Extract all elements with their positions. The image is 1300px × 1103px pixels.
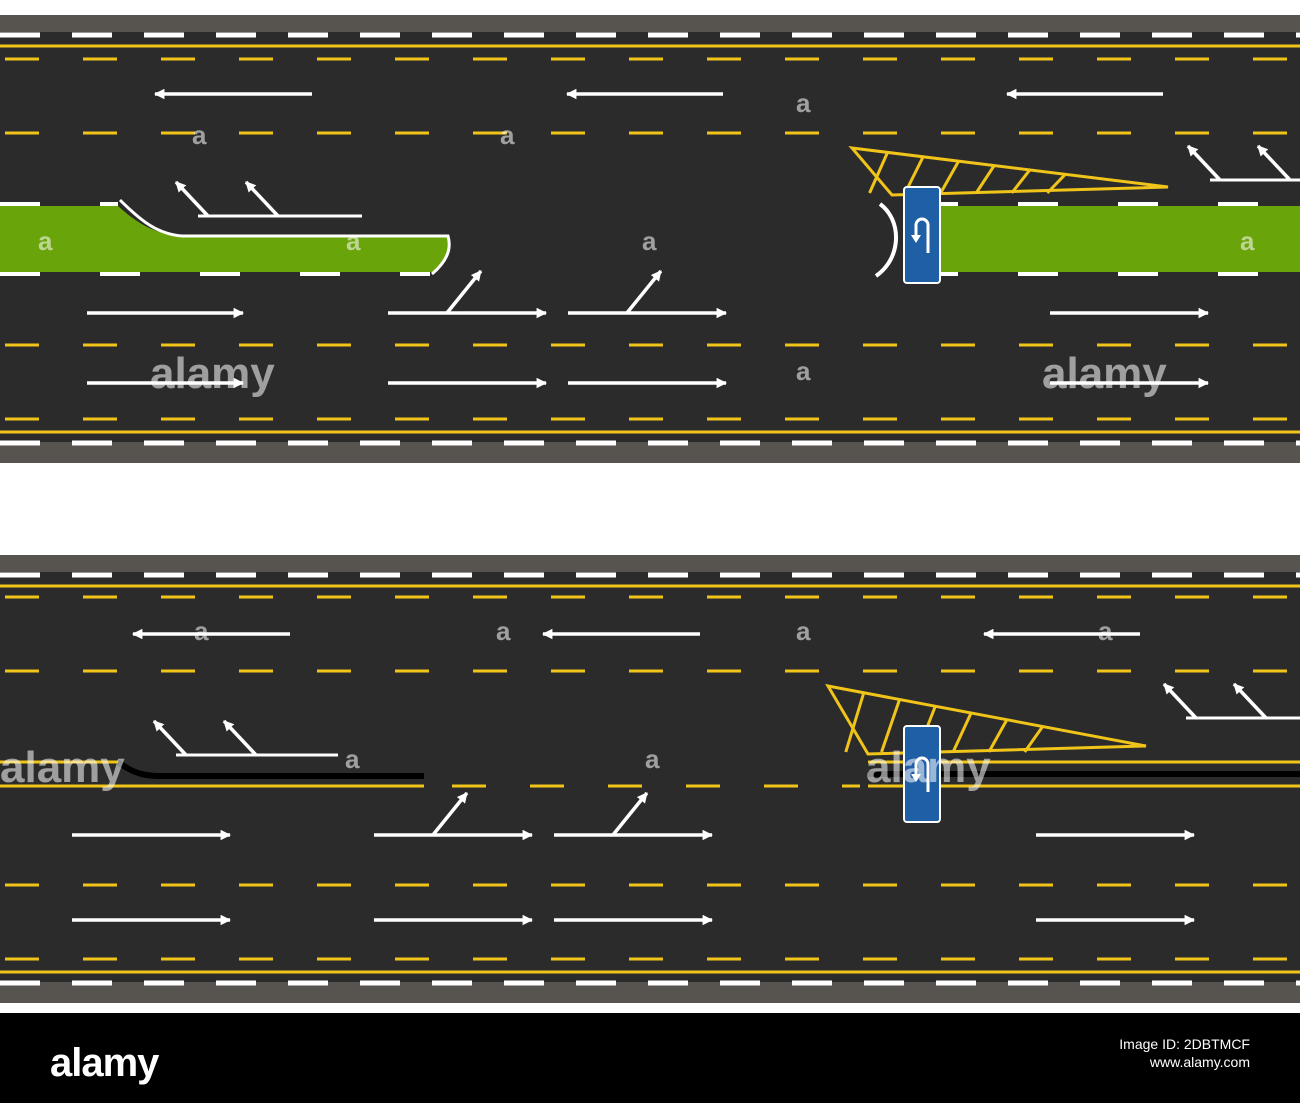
site-url-text: www.alamy.com — [1149, 1054, 1250, 1070]
turn-arrow-diagonal — [222, 719, 258, 757]
hatch-stripe — [868, 151, 889, 194]
lane-arrow-diagonal — [625, 269, 663, 315]
u-turn-icon — [914, 756, 930, 792]
watermark-glyph: a — [346, 226, 361, 256]
u-turn-sign-plate — [903, 186, 941, 284]
median-right — [918, 206, 1300, 272]
hatch-stripe — [844, 692, 866, 753]
turn-arrow-diagonal — [152, 719, 188, 757]
hatch-outline — [825, 683, 1147, 756]
hatch-stripe — [1046, 173, 1067, 195]
hatch-stripe — [951, 712, 973, 753]
turn-arrow-diagonal — [1256, 144, 1292, 182]
u-turn-sign-top — [903, 186, 941, 284]
watermark-glyph: a — [496, 616, 511, 646]
watermark-text: alamy — [150, 349, 275, 398]
watermark-glyph: a — [796, 616, 811, 646]
median-left-edge — [118, 198, 451, 276]
watermark-glyph: a — [192, 120, 207, 150]
hatch-stripe — [974, 164, 996, 194]
lane-arrow-diagonal — [445, 269, 483, 315]
watermark-glyph: a — [642, 226, 657, 256]
u-turn-sign-bottom — [903, 725, 941, 823]
hatch-stripe — [1010, 169, 1031, 194]
median-nose — [874, 202, 898, 278]
u-turn-icon — [914, 217, 930, 253]
watermark-glyph: a — [796, 88, 811, 118]
footer-credits: Image ID: 2DBTMCF www.alamy.com — [1119, 1035, 1250, 1071]
lane-arrow-diagonal — [611, 791, 649, 837]
hatch-stripe — [939, 160, 960, 194]
lane-arrow-diagonal — [431, 791, 469, 837]
median-black-gap — [116, 759, 424, 779]
u-turn-icon-head — [911, 774, 921, 782]
footer-logo: alamy — [50, 1041, 159, 1085]
turn-arrow-diagonal — [174, 180, 210, 218]
u-turn-sign-plate — [903, 725, 941, 823]
hatch-stripe — [880, 699, 901, 753]
watermark-glyph: a — [796, 356, 811, 386]
watermark-text: alamy — [866, 743, 991, 792]
turn-arrow-diagonal — [1232, 682, 1268, 720]
turn-arrow-diagonal — [244, 180, 280, 218]
road-illustration: alamy alamy alamy alamy a a a a a a a a a a a a a a — [0, 15, 1300, 1003]
u-turn-icon-head — [911, 235, 921, 243]
watermark-glyph: a — [500, 120, 515, 150]
watermark-glyph: a — [645, 744, 660, 774]
hatch-stripe — [987, 719, 1009, 753]
hatch-stripe — [1023, 725, 1044, 753]
median-left — [0, 206, 450, 272]
watermark-glyph: a — [38, 226, 53, 256]
watermark-glyph: a — [194, 616, 209, 646]
watermark-glyph: a — [1098, 616, 1113, 646]
hatched-area-top — [848, 146, 1169, 197]
image-id-text: Image ID: 2DBTMCF — [1119, 1036, 1250, 1052]
watermark-glyph: a — [1240, 226, 1255, 256]
watermark-glyph: a — [345, 744, 360, 774]
hatch-outline — [848, 146, 1169, 197]
watermark-text: alamy — [0, 743, 125, 792]
watermark-text: alamy — [1042, 349, 1167, 398]
turn-arrow-diagonal — [1162, 682, 1198, 720]
turn-arrow-diagonal — [1186, 144, 1222, 182]
footer-bar: alamy Image ID: 2DBTMCF www.alamy.com — [0, 1013, 1300, 1103]
